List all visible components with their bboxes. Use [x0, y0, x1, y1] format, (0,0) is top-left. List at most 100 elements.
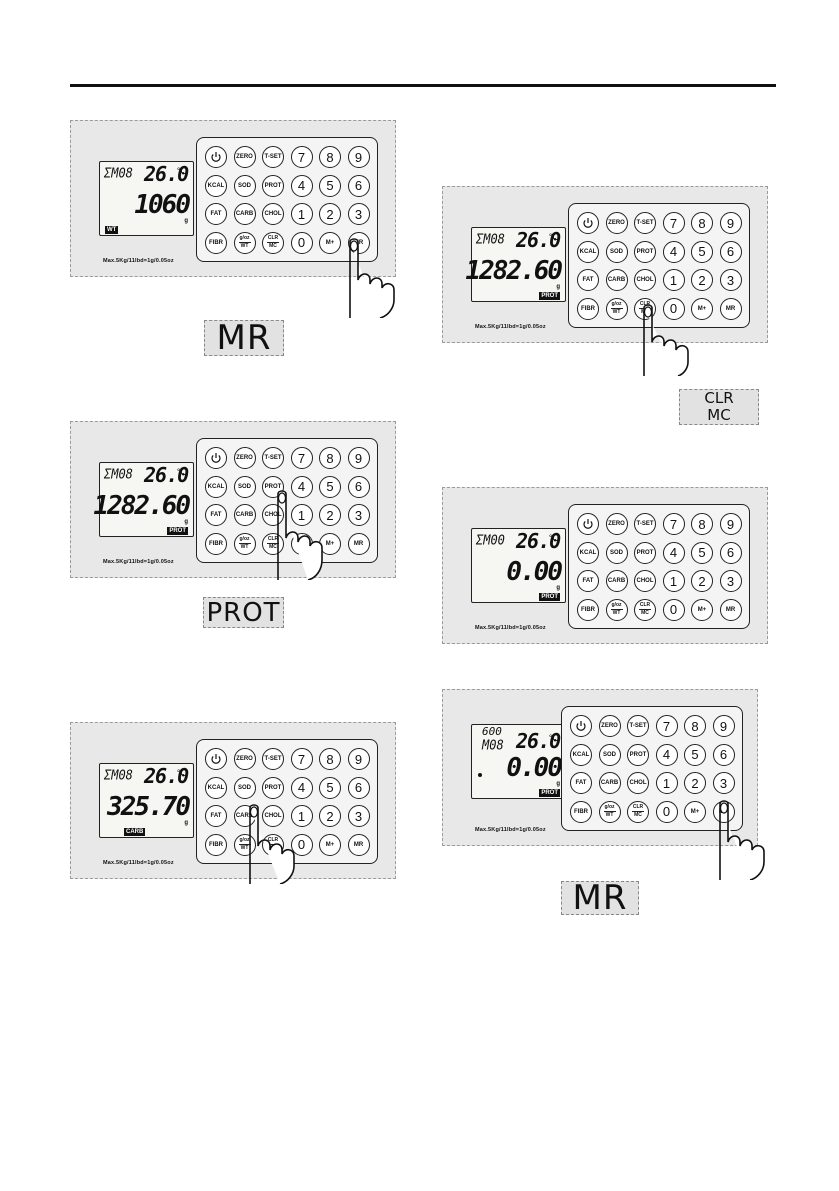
digit-4-button[interactable]: 4	[662, 240, 685, 263]
digit-2-button[interactable]: 2	[691, 570, 713, 592]
fat-button[interactable]: FAT	[577, 570, 599, 592]
digit-5-button[interactable]: 5	[319, 174, 341, 197]
digit-3-button[interactable]: 3	[719, 570, 742, 592]
prot-button[interactable]: PROT	[634, 240, 656, 263]
digit-2-button[interactable]: 2	[319, 504, 341, 526]
fat-button[interactable]: FAT	[205, 504, 227, 526]
digit-5-button[interactable]: 5	[319, 475, 341, 498]
kcal-button[interactable]: KCAL	[205, 776, 227, 799]
t-set-button[interactable]: T-SET	[262, 447, 284, 469]
digit-7-button[interactable]: 7	[662, 212, 685, 234]
sod-button[interactable]: SOD	[605, 240, 628, 263]
digit-4-button[interactable]: 4	[290, 776, 313, 799]
chol-button[interactable]: CHOL	[262, 504, 284, 526]
prot-button[interactable]: PROT	[262, 475, 284, 498]
fibr-button[interactable]: FIBR	[577, 598, 599, 621]
digit-0-button[interactable]: 0	[662, 297, 685, 320]
mr-button[interactable]: MR	[719, 598, 742, 621]
kcal-button[interactable]: KCAL	[205, 174, 227, 197]
fat-button[interactable]: FAT	[205, 203, 227, 225]
m-plus-button[interactable]: M+	[691, 598, 713, 621]
digit-2-button[interactable]: 2	[691, 269, 713, 291]
digit-5-button[interactable]: 5	[691, 541, 713, 564]
sod-button[interactable]: SOD	[233, 174, 256, 197]
m-plus-button[interactable]: M+	[319, 833, 341, 856]
digit-1-button[interactable]: 1	[662, 570, 685, 592]
power-button[interactable]	[570, 715, 592, 737]
digit-9-button[interactable]: 9	[347, 447, 370, 469]
t-set-button[interactable]: T-SET	[262, 146, 284, 168]
digit-8-button[interactable]: 8	[319, 447, 341, 469]
zero-button[interactable]: ZERO	[233, 146, 256, 168]
fibr-button[interactable]: FIBR	[577, 297, 599, 320]
carb-button[interactable]: CARB	[605, 570, 628, 592]
digit-0-button[interactable]: 0	[290, 833, 313, 856]
power-button[interactable]	[577, 513, 599, 535]
digit-1-button[interactable]: 1	[290, 805, 313, 827]
fat-button[interactable]: FAT	[577, 269, 599, 291]
digit-2-button[interactable]: 2	[684, 772, 706, 794]
carb-button[interactable]: CARB	[598, 772, 621, 794]
kcal-button[interactable]: KCAL	[570, 743, 592, 766]
carb-button[interactable]: CARB	[605, 269, 628, 291]
digit-9-button[interactable]: 9	[719, 513, 742, 535]
prot-button[interactable]: PROT	[634, 541, 656, 564]
digit-9-button[interactable]: 9	[347, 146, 370, 168]
fat-button[interactable]: FAT	[205, 805, 227, 827]
t-set-button[interactable]: T-SET	[634, 212, 656, 234]
digit-9-button[interactable]: 9	[719, 212, 742, 234]
digit-5-button[interactable]: 5	[691, 240, 713, 263]
digit-1-button[interactable]: 1	[662, 269, 685, 291]
fibr-button[interactable]: FIBR	[570, 800, 592, 823]
zero-button[interactable]: ZERO	[605, 513, 628, 535]
digit-5-button[interactable]: 5	[684, 743, 706, 766]
digit-8-button[interactable]: 8	[691, 212, 713, 234]
mr-button[interactable]: MR	[712, 800, 735, 823]
mr-button[interactable]: MR	[347, 231, 370, 254]
m-plus-button[interactable]: M+	[684, 800, 706, 823]
digit-3-button[interactable]: 3	[347, 203, 370, 225]
digit-0-button[interactable]: 0	[290, 532, 313, 555]
zero-button[interactable]: ZERO	[233, 447, 256, 469]
digit-7-button[interactable]: 7	[290, 447, 313, 469]
digit-0-button[interactable]: 0	[290, 231, 313, 254]
power-button[interactable]	[205, 146, 227, 168]
digit-3-button[interactable]: 3	[347, 504, 370, 526]
mr-button[interactable]: MR	[347, 532, 370, 555]
digit-7-button[interactable]: 7	[662, 513, 685, 535]
digit-9-button[interactable]: 9	[347, 748, 370, 770]
digit-2-button[interactable]: 2	[319, 203, 341, 225]
prot-button[interactable]: PROT	[262, 776, 284, 799]
digit-3-button[interactable]: 3	[347, 805, 370, 827]
mr-button[interactable]: MR	[719, 297, 742, 320]
digit-4-button[interactable]: 4	[662, 541, 685, 564]
digit-8-button[interactable]: 8	[684, 715, 706, 737]
digit-4-button[interactable]: 4	[655, 743, 678, 766]
fibr-button[interactable]: FIBR	[205, 532, 227, 555]
digit-4-button[interactable]: 4	[290, 174, 313, 197]
prot-button[interactable]: PROT	[262, 174, 284, 197]
digit-7-button[interactable]: 7	[290, 748, 313, 770]
chol-button[interactable]: CHOL	[627, 772, 649, 794]
digit-8-button[interactable]: 8	[319, 146, 341, 168]
digit-8-button[interactable]: 8	[319, 748, 341, 770]
m-plus-button[interactable]: M+	[319, 532, 341, 555]
digit-6-button[interactable]: 6	[719, 541, 742, 564]
fibr-button[interactable]: FIBR	[205, 231, 227, 254]
digit-6-button[interactable]: 6	[347, 475, 370, 498]
digit-1-button[interactable]: 1	[655, 772, 678, 794]
carb-button[interactable]: CARB	[233, 203, 256, 225]
t-set-button[interactable]: T-SET	[634, 513, 656, 535]
kcal-button[interactable]: KCAL	[577, 541, 599, 564]
sod-button[interactable]: SOD	[233, 776, 256, 799]
chol-button[interactable]: CHOL	[634, 269, 656, 291]
chol-button[interactable]: CHOL	[634, 570, 656, 592]
sod-button[interactable]: SOD	[233, 475, 256, 498]
digit-6-button[interactable]: 6	[719, 240, 742, 263]
